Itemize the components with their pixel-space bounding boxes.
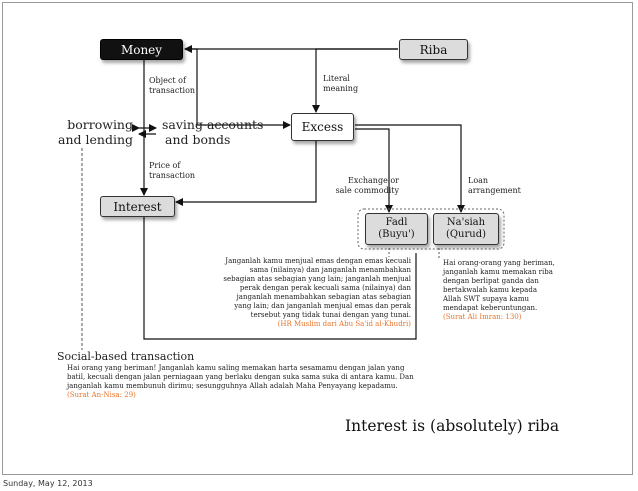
social-quote: Hai orang yang beriman! Janganlah kamu s… [67, 364, 447, 400]
loan-arrangement-label: Loan arrangement [468, 176, 521, 195]
riba-label: Riba [419, 42, 448, 57]
riba-node: Riba [399, 39, 468, 60]
fadl-quote: Janganlah kamu menjual emas dengan emas … [215, 257, 411, 329]
conclusion-text: Interest is (absolutely) riba [345, 417, 560, 435]
excess-node: Excess [291, 113, 354, 141]
fadl-quote-source: (HR Muslim dari Abu Sa'id al-Khudri) [277, 320, 411, 328]
excess-to-fadl-arrow [355, 128, 393, 213]
price-of-transaction-label: Price of transaction [149, 161, 196, 180]
footer-date: Sunday, May 12, 2013 [3, 479, 93, 488]
nasiah-label-1: Na'siah [446, 217, 486, 228]
money-node: Money [100, 39, 183, 60]
object-of-transaction-label: Object of transaction [149, 76, 196, 95]
interest-riba-link [143, 217, 417, 340]
excess-label: Excess [301, 120, 344, 134]
money-to-excess-arrow [185, 48, 291, 129]
exchange-label: Exchange or sale commodity [335, 176, 399, 195]
social-transaction-heading: Social-based transaction [57, 350, 195, 363]
excess-to-interest-arrow [175, 141, 317, 206]
interest-label: Interest [113, 199, 162, 214]
fadl-label-1: Fadl [385, 217, 408, 228]
saving-bonds-label: saving accounts and bonds [162, 117, 264, 147]
excess-to-nasiah-arrow [355, 124, 465, 213]
nasiah-label-2: (Qurud) [445, 229, 487, 240]
nasiah-quote-source: (Surat Ali Imran: 130) [443, 313, 522, 321]
fadl-node: Fadl (Buyu') [365, 213, 428, 245]
nasiah-quote: Hai orang-orang yang beriman, janganlah … [443, 259, 593, 322]
borrowing-lending-label: borrowing and lending [58, 117, 133, 147]
slide: Money Riba Excess Interest Fadl (Buyu') … [2, 2, 633, 475]
riba-to-excess-arrow [312, 48, 398, 113]
literal-meaning-label: Literal meaning [323, 74, 359, 93]
nasiah-node: Na'siah (Qurud) [433, 213, 499, 245]
money-label: Money [120, 42, 163, 57]
interest-node: Interest [100, 196, 175, 217]
riba-types-group [357, 208, 505, 250]
diagram-connectors [81, 45, 505, 350]
fadl-label-2: (Buyu') [378, 229, 415, 240]
social-quote-source: (Surat An-Nisa: 29) [67, 391, 136, 399]
